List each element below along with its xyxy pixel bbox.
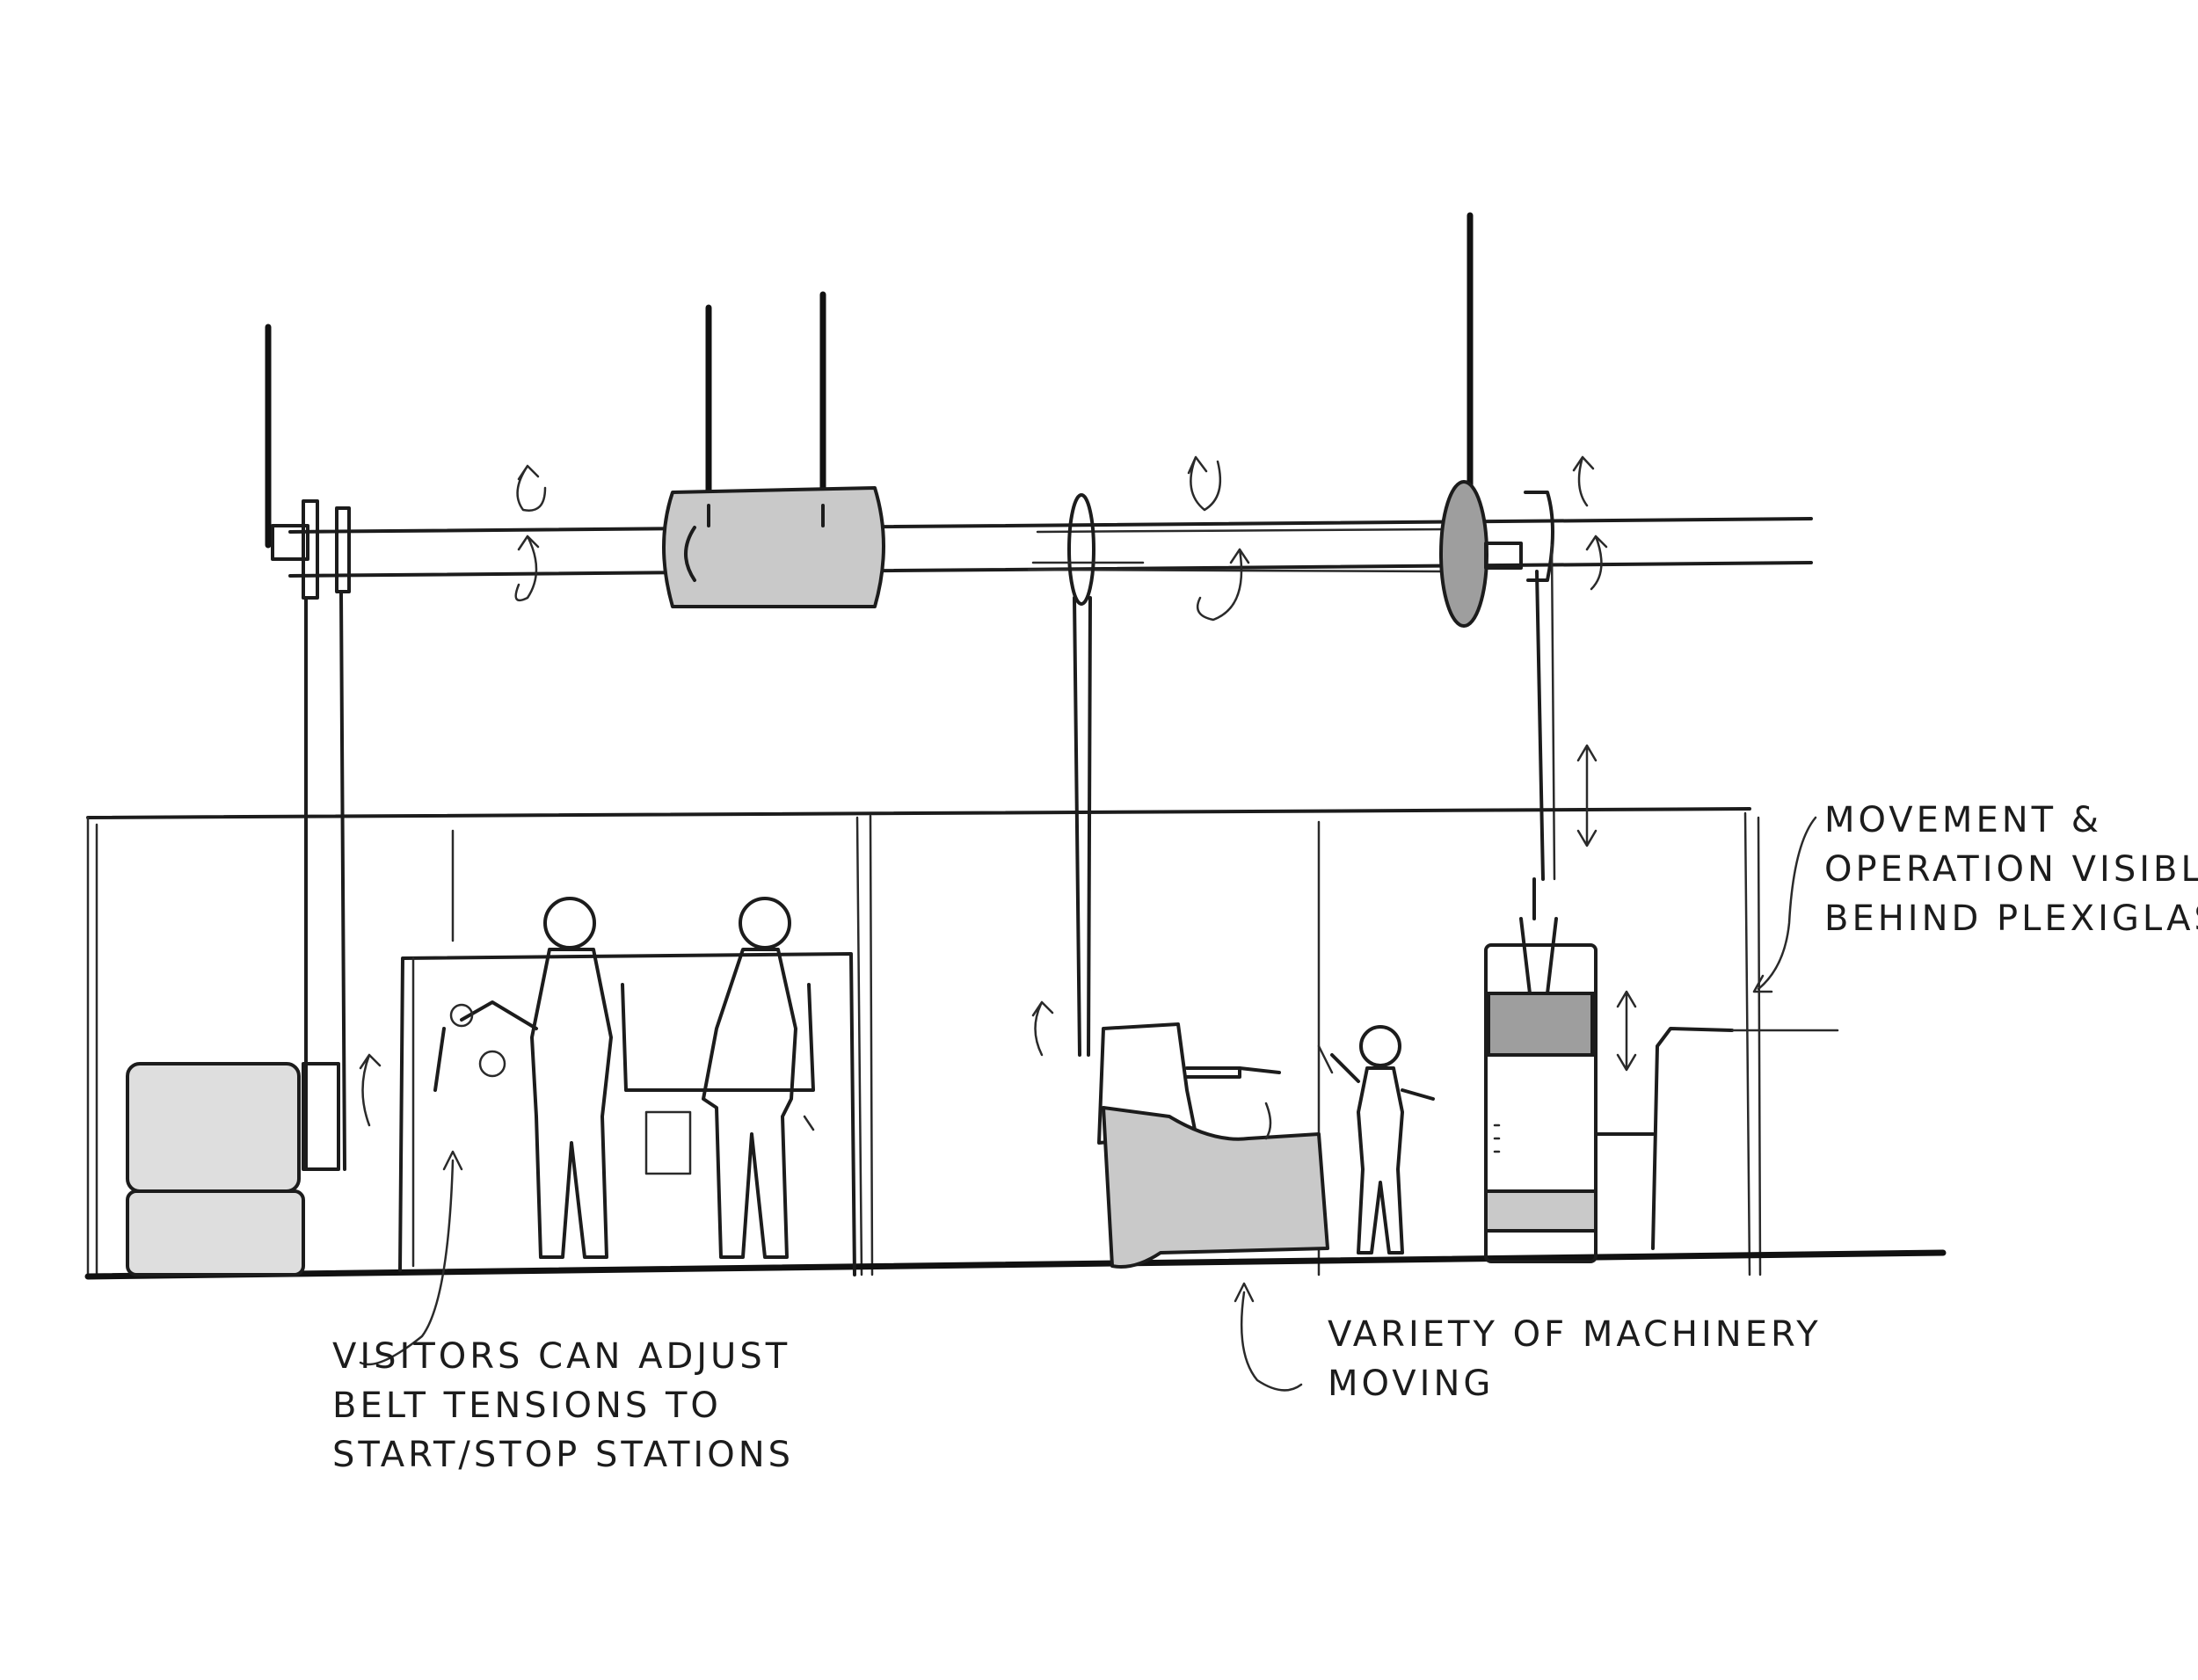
visitor-figure — [435, 898, 611, 1257]
central-drum — [664, 488, 884, 607]
annotation-line: MOVEMENT & — [1824, 796, 2198, 845]
annotation-machinery: VARIETY OF MACHINERY MOVING — [1328, 1310, 1822, 1408]
annotation-line: BEHIND PLEXIGLASS — [1824, 894, 2198, 943]
floor-line — [88, 1253, 1943, 1276]
rotation-arrow-icon — [360, 457, 1606, 1125]
visitor-figure — [646, 898, 813, 1257]
child-figure — [1332, 1027, 1433, 1253]
annotation-line: OPERATION VISIBLE — [1824, 845, 2198, 894]
left-shaft-bracket — [273, 501, 349, 598]
lathe-machine — [1099, 1024, 1332, 1267]
annotation-line: BELT TENSIONS TO — [332, 1381, 794, 1430]
annotation-line: START/STOP STATIONS — [332, 1430, 794, 1480]
annotation-plexiglass: MOVEMENT & OPERATION VISIBLE BEHIND PLEX… — [1824, 796, 2198, 943]
annotation-line: VISITORS CAN ADJUST — [332, 1332, 794, 1381]
line-shaft — [290, 519, 1811, 576]
middle-pulley — [1033, 495, 1143, 604]
annotation-belt-tension: VISITORS CAN ADJUST BELT TENSIONS TO STA… — [332, 1332, 794, 1480]
annotation-line: MOVING — [1328, 1359, 1822, 1408]
annotation-line: VARIETY OF MACHINERY — [1328, 1310, 1822, 1359]
press-machine — [1486, 879, 1838, 1262]
